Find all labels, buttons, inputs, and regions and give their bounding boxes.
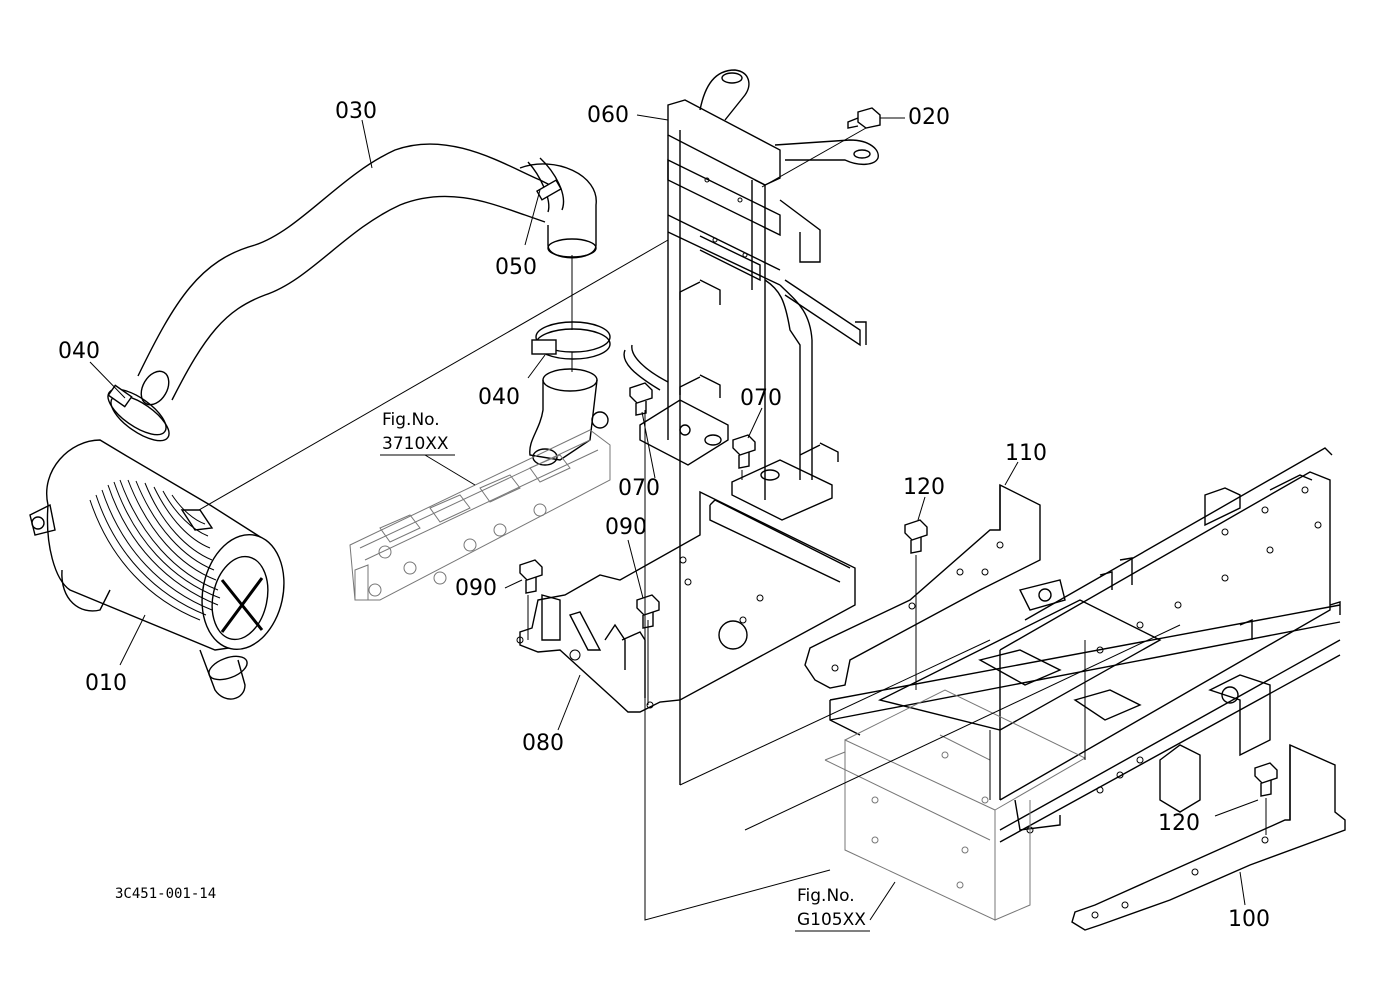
- air-cleaner: [29, 439, 285, 700]
- fig-ref-engine-number: 3710XX: [382, 434, 449, 454]
- callout-070-right: 070: [740, 386, 782, 411]
- bolts-090: [519, 559, 660, 629]
- floor-plate: [516, 490, 856, 713]
- callout-060: 060: [587, 103, 629, 128]
- side-plate-110: [804, 483, 1041, 689]
- fig-ref-frame-number: G105XX: [797, 910, 866, 930]
- side-plate-100: [1071, 743, 1346, 931]
- drawing-code: 3C451-001-14: [115, 886, 216, 902]
- callout-040-left: 040: [58, 339, 100, 364]
- callout-050: 050: [495, 255, 537, 280]
- bolts-070: [629, 382, 756, 469]
- assembly-lines: [198, 127, 1267, 921]
- callout-090-left: 090: [455, 576, 497, 601]
- callout-070-left: 070: [618, 476, 660, 501]
- leader-lines: [89, 114, 1259, 921]
- fig-ref-engine: Fig.No. 3710XX: [380, 410, 455, 456]
- callout-120-top: 120: [903, 475, 945, 500]
- bolt-120-lower: [1254, 762, 1278, 797]
- fig-ref-engine-label: Fig.No.: [382, 410, 440, 430]
- callout-030: 030: [335, 99, 377, 124]
- air-cleaner-fins: [89, 479, 221, 621]
- callout-labels: 030 020 060 050 040 040 070 070 090 090 …: [58, 99, 1270, 932]
- support-frame: [623, 69, 879, 785]
- callout-040-center: 040: [478, 385, 520, 410]
- callout-120-bottom: 120: [1158, 811, 1200, 836]
- callout-080: 080: [522, 731, 564, 756]
- engine-manifold: [349, 429, 611, 601]
- callout-090-top: 090: [605, 515, 647, 540]
- hose-clamp-040-upper: [531, 321, 611, 360]
- bolt-020: [847, 107, 881, 129]
- bolt-120-upper: [904, 519, 928, 554]
- callout-020: 020: [908, 105, 950, 130]
- callout-010: 010: [85, 671, 127, 696]
- fig-ref-frame-label: Fig.No.: [797, 886, 855, 906]
- hose-clamp-040-lower: [107, 384, 170, 442]
- fig-ref-frame: Fig.No. G105XX: [795, 886, 870, 932]
- hose-clamp-050: [527, 157, 565, 213]
- callout-110: 110: [1005, 441, 1047, 466]
- callout-100: 100: [1228, 907, 1270, 932]
